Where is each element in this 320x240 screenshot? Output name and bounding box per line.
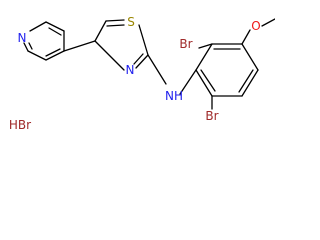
bond bbox=[27, 50, 47, 61]
amine-nh-label: NH bbox=[165, 89, 183, 103]
bond bbox=[261, 18, 275, 27]
bond bbox=[45, 50, 65, 61]
bond bbox=[241, 69, 259, 97]
bond-lines bbox=[23, 18, 275, 110]
methoxy-oxygen-label: O bbox=[251, 19, 260, 33]
pyridine-nitrogen-label: N bbox=[18, 31, 27, 45]
bond bbox=[23, 42, 29, 52]
molecule-structure: N S N NH Br Br O HBr bbox=[9, 15, 275, 132]
bond bbox=[29, 21, 47, 32]
bond bbox=[133, 53, 144, 65]
bond bbox=[135, 54, 149, 69]
bond bbox=[45, 21, 65, 32]
bond bbox=[138, 24, 149, 56]
bond bbox=[28, 42, 33, 50]
bond bbox=[241, 43, 259, 71]
bond bbox=[147, 54, 167, 85]
bond bbox=[94, 20, 107, 42]
thiazole-nitrogen-label: N bbox=[126, 63, 135, 77]
bond bbox=[198, 43, 213, 49]
bond bbox=[106, 24, 125, 27]
bond bbox=[48, 27, 62, 36]
bond bbox=[241, 29, 251, 45]
thiazole-sulfur-label: S bbox=[127, 15, 135, 29]
bond bbox=[45, 48, 61, 57]
bond bbox=[238, 69, 254, 93]
bond bbox=[200, 69, 216, 92]
bond bbox=[94, 40, 125, 71]
bromine-bottom-label: Br bbox=[205, 109, 218, 123]
bond bbox=[195, 69, 213, 97]
bond bbox=[63, 40, 96, 52]
atom-labels: N S N NH Br Br O HBr bbox=[9, 15, 261, 132]
hydrobromide-salt-label: HBr bbox=[9, 118, 31, 132]
bond bbox=[195, 43, 213, 71]
bond bbox=[105, 19, 125, 22]
bromine-top-label: Br bbox=[179, 37, 192, 51]
bond bbox=[179, 69, 197, 95]
